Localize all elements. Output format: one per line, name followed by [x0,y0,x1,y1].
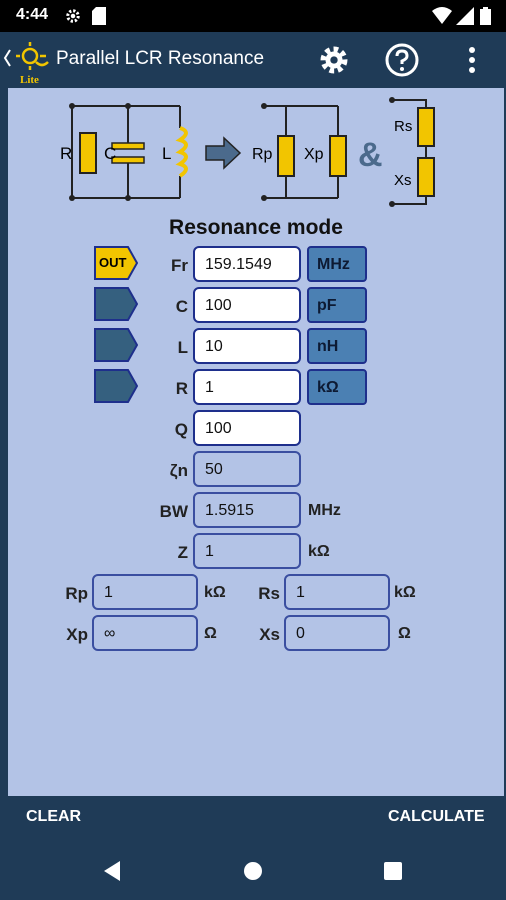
r-unit-button[interactable]: kΩ [307,369,367,405]
mode-title: Resonance mode [169,216,343,239]
xp-unit: Ω [204,625,217,642]
calculate-button[interactable]: CALCULATE [388,808,485,825]
input-indicator-r[interactable] [94,369,139,408]
diagram-label-rs: Rs [394,118,413,135]
fr-field[interactable]: 159.1549 [193,246,301,282]
l-unit-button[interactable]: nH [307,328,367,364]
home-icon[interactable] [243,861,263,886]
l-field[interactable]: 10 [193,328,301,364]
label-q: Q [174,420,188,439]
fr-unit-button[interactable]: MHz [307,246,367,282]
clear-button[interactable]: CLEAR [26,808,82,825]
c-field[interactable]: 100 [193,287,301,323]
c-unit-button[interactable]: pF [307,287,367,323]
sd-card-icon [92,7,106,30]
label-c: C [175,297,188,316]
status-bar: 4:44 [0,0,506,32]
bw-unit: MHz [308,502,341,519]
system-nav-bar [0,840,506,900]
diagram-label-rp: Rp [252,146,273,163]
settings-status-icon [64,7,82,30]
bw-field: 1.5915 [193,492,301,528]
circuit-diagram [69,97,435,207]
out-indicator[interactable]: OUT [94,246,139,285]
xp-field: ∞ [92,615,198,651]
rp-unit: kΩ [204,584,226,601]
label-l: L [177,338,188,357]
gear-icon[interactable] [314,40,354,80]
rs-field: 1 [284,574,390,610]
diagram-label-c: C [104,144,117,163]
label-xs: Xs [259,625,280,644]
app-title: Parallel LCR Resonance [56,48,265,69]
z-unit: kΩ [308,543,330,560]
wifi-icon [432,7,452,30]
zeta-field: 50 [193,451,301,487]
r-field[interactable]: 1 [193,369,301,405]
label-bw: BW [159,502,188,521]
diagram-label-l: L [162,144,172,163]
label-xp: Xp [66,625,88,644]
signal-icon [456,7,474,30]
app-logo[interactable] [2,42,54,87]
q-field[interactable]: 100 [193,410,301,446]
input-indicator-c[interactable] [94,287,139,326]
label-fr: Fr [171,256,188,275]
app-bar: Lite Parallel LCR Resonance [0,32,506,88]
diagram-label-r: R [60,144,73,163]
action-bar: CLEAR CALCULATE [0,796,506,840]
rs-unit: kΩ [394,584,416,601]
status-time: 4:44 [16,6,49,23]
back-icon[interactable] [102,860,122,887]
overflow-menu-icon[interactable] [452,40,492,80]
rp-field: 1 [92,574,198,610]
battery-icon [480,7,491,30]
label-zeta: ζn [169,461,188,480]
main-content: R C L Rp Xp & Rs Xs Resonance mode OUT F… [8,88,504,796]
diagram-ampersand: & [358,136,383,174]
recents-icon[interactable] [384,862,402,885]
z-field: 1 [193,533,301,569]
input-indicator-l[interactable] [94,328,139,367]
label-z: Z [177,543,188,562]
label-rp: Rp [65,584,88,603]
label-rs: Rs [258,584,280,603]
help-icon[interactable] [382,40,422,80]
xs-unit: Ω [398,625,411,642]
xs-field: 0 [284,615,390,651]
out-badge-label: OUT [99,255,127,270]
diagram-label-xs: Xs [394,172,412,189]
diagram-label-xp: Xp [304,146,324,163]
label-r: R [175,379,188,398]
logo-lite-text: Lite [20,74,39,86]
